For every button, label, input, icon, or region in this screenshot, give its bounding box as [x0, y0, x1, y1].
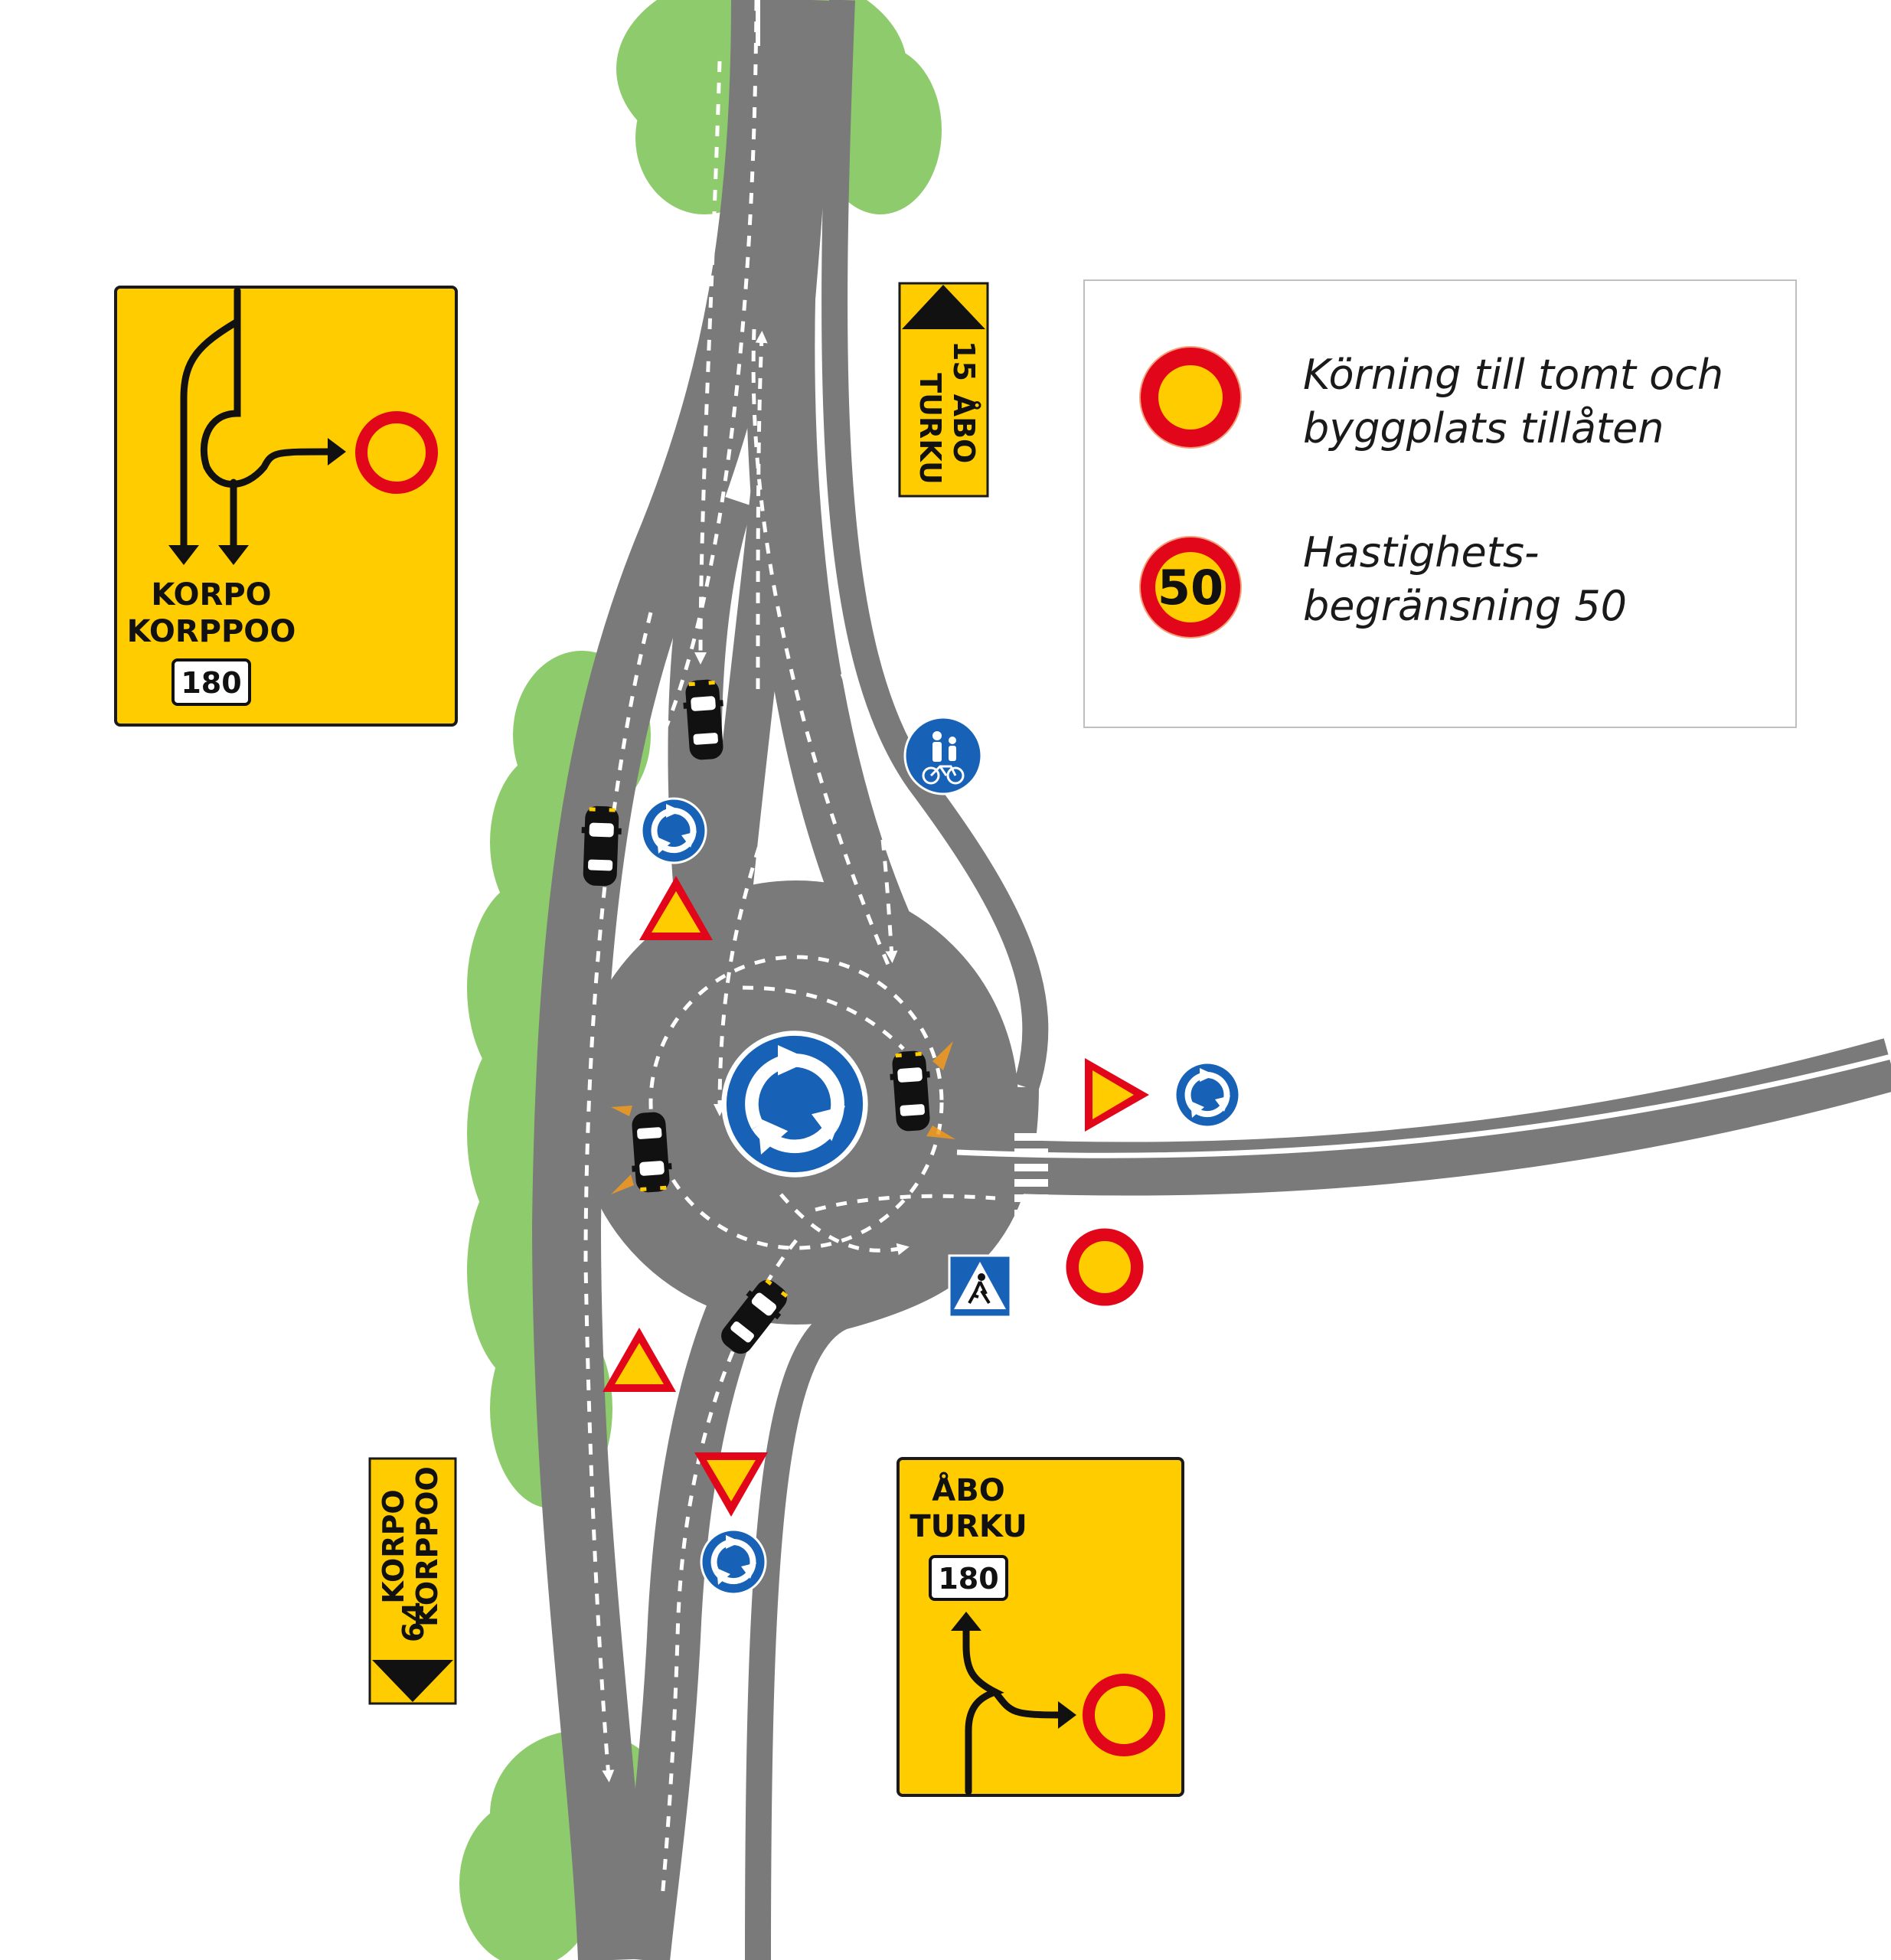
top-direction-line2: TURKU [913, 373, 947, 485]
right-guide-road-number: 180 [938, 1562, 998, 1596]
roads [532, 0, 1891, 1960]
left-direction-line1: KORPO [377, 1489, 410, 1603]
zebra-crossing [1014, 1133, 1048, 1217]
legend-item-text: Körning till tomt och byggplats tillåten [1303, 351, 1724, 452]
top-direction-line1: ÅBO [947, 394, 981, 464]
roundabout-sign [1175, 1063, 1239, 1127]
left-direction-line2: KORPPOO [410, 1466, 444, 1627]
left-direction-sign: 64 KORPO KORPPOO [368, 1457, 457, 1705]
roundabout-sign [642, 799, 706, 863]
no-entry-exception-sign-icon [1063, 1226, 1146, 1308]
speed-limit-value: 50 [1158, 560, 1223, 616]
left-guide-sign: KORPO KORPPOO 180 [114, 286, 458, 727]
legend-panel: Körning till tomt och byggplats tillåten… [1083, 279, 1797, 728]
lane-markings [583, 0, 1891, 1900]
left-guide-line1: KORPO [151, 577, 271, 612]
left-direction-distance: 64 [397, 1602, 430, 1642]
yield-warning-sign-right [1085, 1058, 1149, 1132]
left-guide-line2: KORPPOO [127, 614, 296, 649]
legend-item-text: Hastighets- begränsning 50 [1303, 528, 1628, 630]
blinker-lights [611, 1041, 955, 1194]
right-guide-line1: ÅBO [932, 1471, 1004, 1508]
speed-limit-sign-icon: 50 [1139, 536, 1242, 639]
right-guide-line2: TURKU [910, 1509, 1027, 1544]
right-guide-sign: ÅBO TURKU 180 [897, 1457, 1184, 1797]
car [580, 805, 622, 887]
roundabout-center-sign [724, 1034, 866, 1175]
top-direction-sign: 15 ÅBO TURKU [898, 282, 989, 498]
top-direction-distance: 15 [947, 341, 981, 381]
pedestrian-cycle-path-sign [903, 716, 983, 795]
yield-warning-sign [603, 1328, 676, 1392]
pedestrian-crossing-sign [948, 1254, 1012, 1318]
roundabout-sign [701, 1530, 766, 1594]
left-guide-road-number: 180 [181, 666, 241, 700]
no-entry-exception-sign-icon [1139, 346, 1242, 449]
